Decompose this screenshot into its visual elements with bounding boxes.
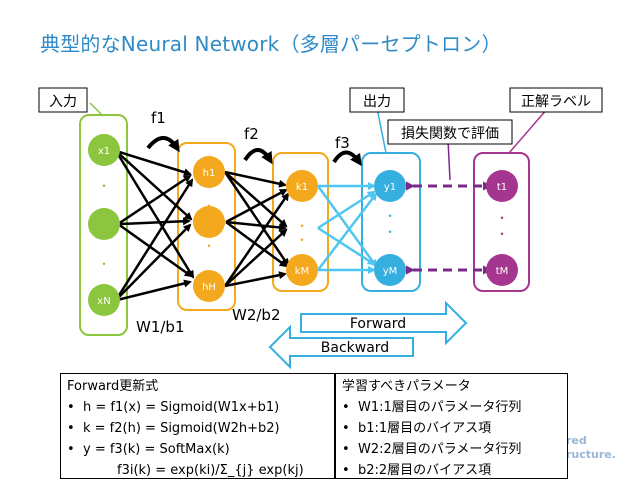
label-hH: hH [202,282,216,293]
label-x1: x1 [98,146,110,157]
svg-text:・: ・ [384,209,396,223]
param-item: •W2:2層目のパラメータ行列 [342,442,522,457]
callout-input: 入力 [38,87,88,113]
label-xN: xN [97,296,110,307]
output-callout-line [376,107,387,154]
loss-arrows [406,181,492,275]
svg-text:red: red [566,434,587,447]
node-hH [193,270,225,302]
forward-box-heading: Forward更新式 [67,379,159,394]
f2-label: f2 [244,125,259,143]
svg-text:損失関数で評価: 損失関数で評価 [401,126,499,142]
w1b1-label: W1/b1 [136,318,185,336]
label-t1: t1 [497,182,507,193]
param-item: •b1:1層目のバイアス項 [342,421,492,436]
svg-text:・: ・ [203,199,215,213]
target-layer-frame [473,152,530,292]
node-t1 [486,170,518,202]
correct-callout-line [508,107,549,154]
softmax-formula: f3i(k) = exp(ki)/Σ_{j} exp(kj) [117,463,304,478]
forward-equations-box: Forward更新式 •h = f1(x) = Sigmoid(W1x+b1) … [60,373,335,479]
ellipsis-dots: ・ ・ ・ ・ ・ ・ ・ ・ ・ ・ [98,179,508,271]
callout-output: 出力 [349,87,405,113]
watermark: red ructure. [566,434,616,461]
node-x-mid [88,208,120,240]
label-kM: kM [295,266,309,277]
callout-loss: 損失関数で評価 [387,119,513,145]
label-h1: h1 [203,168,216,179]
forward-item: •h = f1(x) = Sigmoid(W1x+b1) [67,400,280,415]
svg-text:・: ・ [203,239,215,253]
node-xN [88,284,120,316]
svg-text:・: ・ [98,257,110,271]
forward-item: •k = f2(h) = Sigmoid(W2h+b2) [67,421,280,436]
connections-w2 [223,170,290,288]
svg-text:・: ・ [496,211,508,225]
f2-curve-arrow [243,148,273,165]
svg-text:正解ラベル: 正解ラベル [521,94,591,110]
w2b2-label: W2/b2 [232,306,281,324]
f1-curve-arrow [146,136,180,153]
svg-text:Backward: Backward [321,340,389,356]
svg-text:入力: 入力 [49,94,77,110]
node-x1 [88,134,120,166]
svg-text:ructure.: ructure. [566,448,616,461]
svg-text:・: ・ [98,179,110,193]
svg-text:・: ・ [496,227,508,241]
loss-callout-line [447,139,451,181]
output-layer-frame [361,152,421,292]
param-item: •W1:1層目のパラメータ行列 [342,400,522,415]
connections-w3 [316,182,378,274]
connections-w1 [114,149,195,302]
node-tM [486,254,518,286]
forward-arrow: Forward [300,300,468,346]
page-title: 典型的なNeural Network（多層パーセプトロン） [40,32,502,56]
input-callout-line [89,102,104,117]
params-box-heading: 学習すべきパラメータ [342,379,471,394]
node-kM [286,254,318,286]
label-yM: yM [383,266,398,277]
node-h1 [193,156,225,188]
input-layer-frame [79,114,128,336]
f3-label: f3 [335,134,350,152]
label-k1: k1 [296,182,308,193]
node-yM [374,254,406,286]
svg-text:・: ・ [384,225,396,239]
f3-curve-arrow [332,150,362,167]
svg-text:・: ・ [296,219,308,233]
backward-arrow: Backward [268,324,414,370]
node-k1 [286,170,318,202]
svg-text:・: ・ [296,233,308,247]
param-item: •b2:2層目のバイアス項 [342,463,492,478]
node-h-mid [193,206,225,238]
label-y1: y1 [384,182,396,193]
callout-correct-label: 正解ラベル [509,87,603,113]
f1-label: f1 [151,109,166,127]
svg-text:Forward: Forward [350,316,406,332]
svg-text:出力: 出力 [363,94,391,110]
forward-item: •y = f3(k) = SoftMax(k) [67,442,230,457]
hidden-layer-1-frame [177,142,236,311]
node-y1 [374,170,406,202]
parameters-box: 学習すべきパラメータ •W1:1層目のパラメータ行列 •b1:1層目のバイアス項… [335,373,568,479]
label-tM: tM [496,266,509,277]
